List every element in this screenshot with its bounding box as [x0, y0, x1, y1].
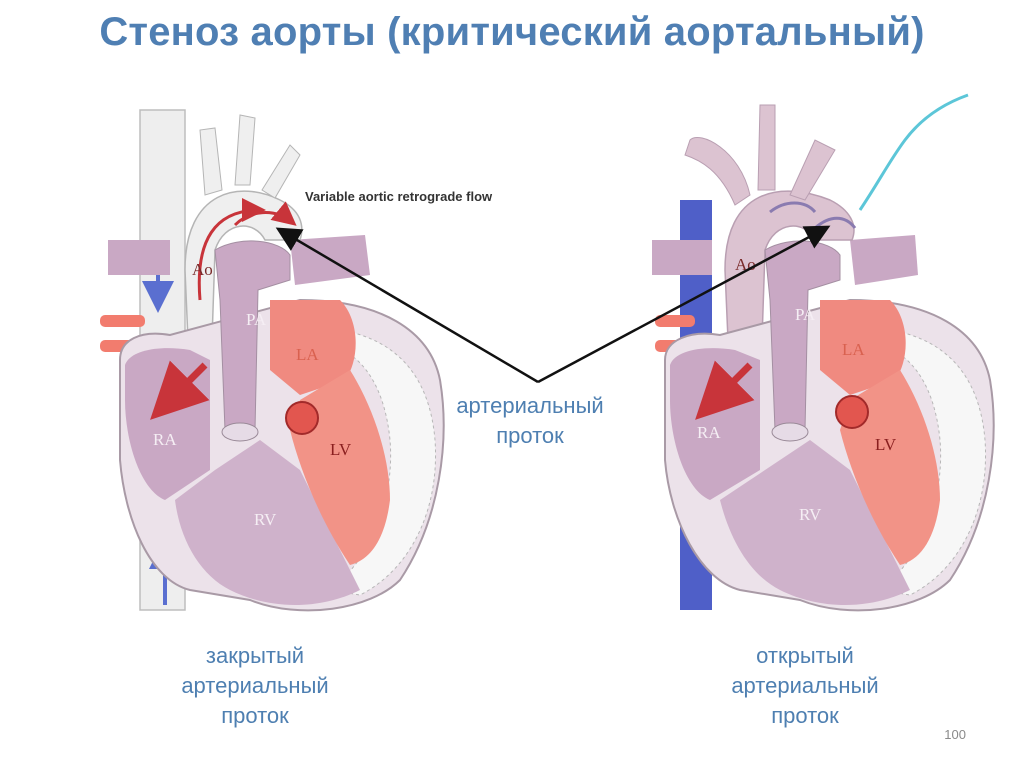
center-caption: артериальный проток	[410, 391, 650, 451]
left-label-ao: Ao	[192, 260, 213, 279]
left-label-rv: RV	[254, 510, 277, 529]
left-label-ra: RA	[153, 430, 177, 449]
left-label-pa: PA	[246, 310, 267, 329]
left-caption: закрытый артериальный проток	[130, 641, 380, 731]
right-label-la: LA	[842, 340, 865, 359]
right-label-lv: LV	[875, 435, 897, 454]
left-caption-line: закрытый	[130, 641, 380, 671]
left-caption-line: артериальный	[130, 671, 380, 701]
center-caption-line: проток	[410, 421, 650, 451]
left-pulmonary-valve	[222, 423, 258, 441]
right-caption-line: проток	[680, 701, 930, 731]
right-caption-line: открытый	[680, 641, 930, 671]
right-caption-line: артериальный	[680, 671, 930, 701]
right-arch-vessel	[758, 105, 775, 190]
right-label-ra: RA	[697, 423, 721, 442]
retrograde-flow-annotation: Variable aortic retrograde flow	[305, 189, 493, 204]
right-label-pa: PA	[795, 305, 816, 324]
right-label-rv: RV	[799, 505, 822, 524]
left-pa-branch	[108, 240, 170, 275]
left-label-lv: LV	[330, 440, 352, 459]
right-pa-branch	[652, 240, 712, 275]
left-caption-line: проток	[130, 701, 380, 731]
page-number: 100	[944, 727, 966, 742]
left-aortic-valve	[286, 402, 318, 434]
center-caption-line: артериальный	[410, 391, 650, 421]
right-heart: Ao PA LA RA LV RV	[640, 80, 1010, 620]
right-aortic-valve	[836, 396, 868, 428]
right-pulmonary-valve	[772, 423, 808, 441]
left-pulmonary-vein	[100, 315, 145, 327]
left-label-la: LA	[296, 345, 319, 364]
left-heart: Ao PA LA RA LV RV	[65, 80, 455, 620]
right-caption: открытый артериальный проток	[680, 641, 930, 731]
